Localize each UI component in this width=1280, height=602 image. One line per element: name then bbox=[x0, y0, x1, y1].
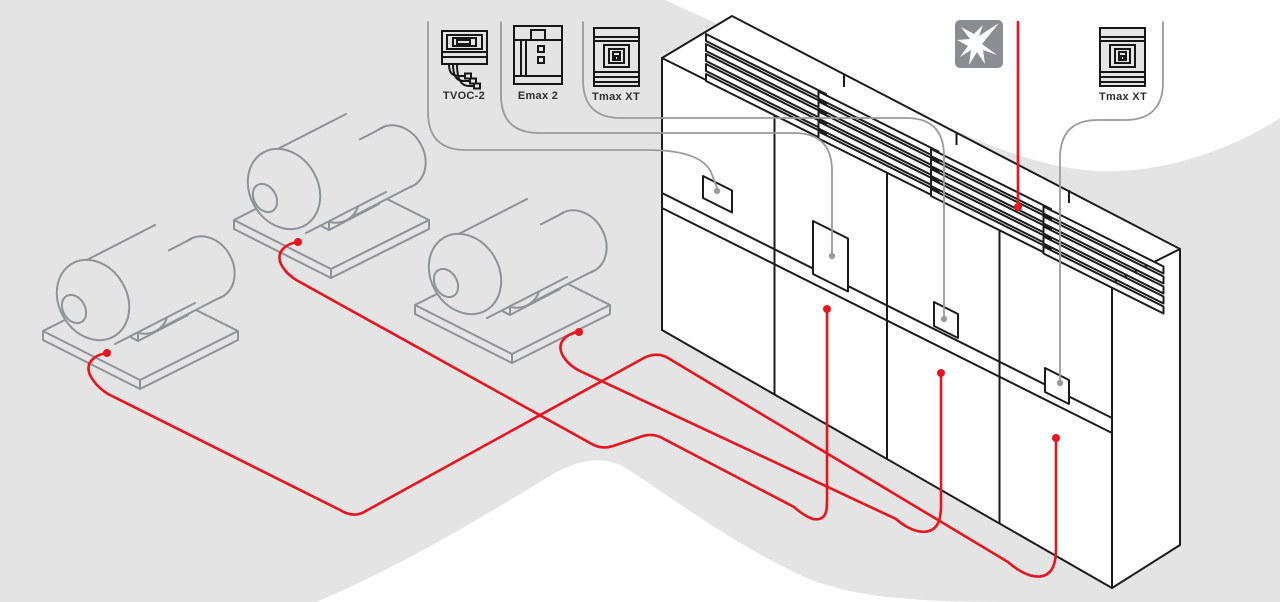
tmax-xt-breaker-icon bbox=[593, 27, 640, 87]
callout-label-emax2: Emax 2 bbox=[518, 90, 558, 102]
switchgear-lineup bbox=[661, 15, 1181, 589]
callout-label-tvoc2: TVOC-2 bbox=[443, 90, 485, 102]
power-cables bbox=[87, 20, 1060, 578]
sensor-section-4 bbox=[1044, 367, 1070, 405]
callout-tvoc2: TVOC-2 bbox=[441, 30, 488, 102]
spark-glyph bbox=[957, 23, 999, 65]
leader-tvoc2 bbox=[427, 21, 718, 189]
leader-tmaxxt-2 bbox=[1059, 21, 1164, 381]
tvoc2-arc-monitor-icon bbox=[441, 30, 488, 90]
roof-louvers bbox=[705, 33, 1165, 315]
switchgear-silhouette bbox=[661, 15, 1181, 589]
leader-tmaxxt-1 bbox=[582, 21, 945, 317]
callout-tmaxxt-2: Tmax XT bbox=[1099, 27, 1147, 103]
cable-generator-left-to-section-4-path bbox=[87, 351, 1058, 578]
cable-generator-3-to-section-3-path bbox=[559, 330, 943, 534]
emax2-breaker-icon bbox=[513, 25, 563, 85]
white-bottom-area bbox=[316, 460, 1008, 602]
leader-emax2 bbox=[500, 21, 833, 254]
cable-end-dots bbox=[103, 203, 1060, 442]
leader-end-dots bbox=[713, 187, 1064, 387]
tmax-xt-breaker-icon bbox=[1099, 27, 1146, 87]
callout-label-tmaxxt-2: Tmax XT bbox=[1099, 91, 1147, 103]
sensor-section-1 bbox=[702, 175, 733, 214]
callout-label-tmaxxt-1: Tmax XT bbox=[592, 91, 640, 103]
callout-tmaxxt-1: Tmax XT bbox=[592, 27, 640, 103]
front-panel-lines bbox=[661, 192, 1113, 434]
roof-step-lines bbox=[843, 74, 1070, 203]
section-dividers bbox=[773, 114, 1001, 523]
callout-emax2: Emax 2 bbox=[513, 25, 563, 102]
arc-flash-spark-icon bbox=[955, 20, 1003, 68]
cable-generator-1-to-section-2-path bbox=[278, 240, 829, 521]
callout-leader-lines bbox=[427, 21, 1164, 387]
